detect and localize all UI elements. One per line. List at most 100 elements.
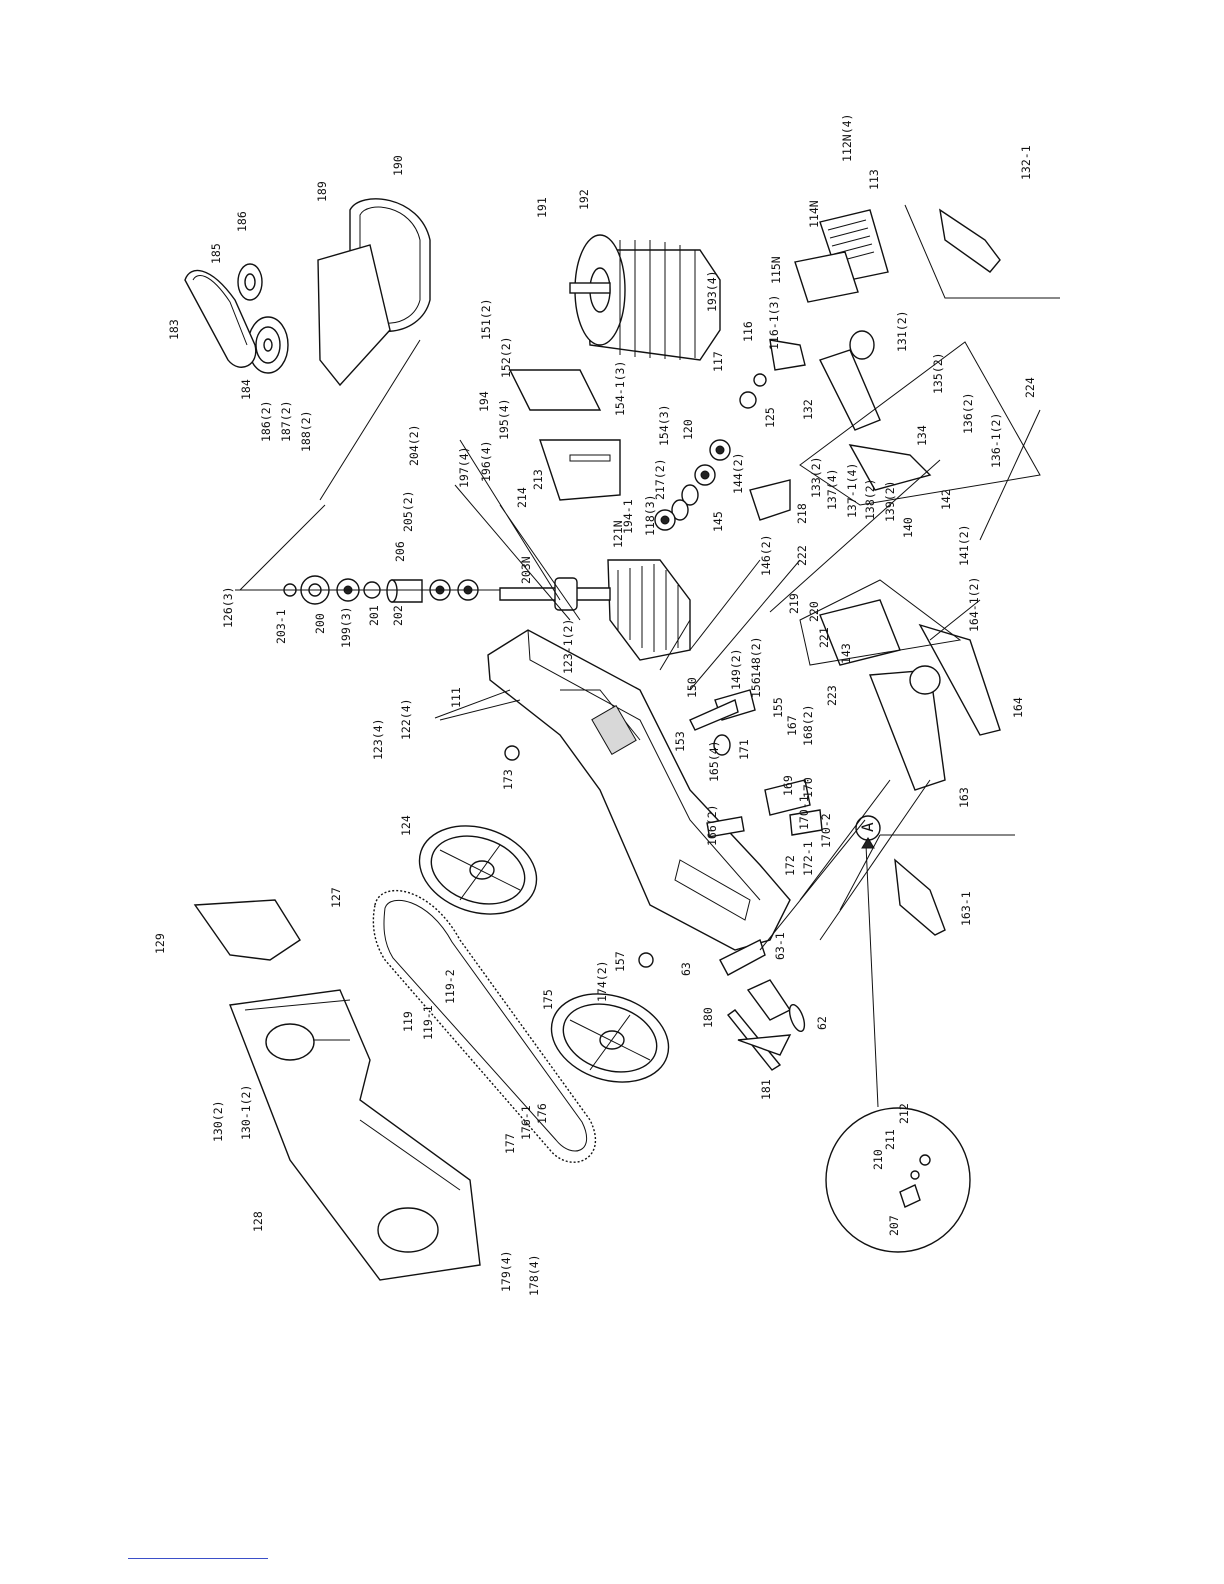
label-188-2: 188(2) <box>299 410 313 452</box>
label-117: 117 <box>711 351 725 372</box>
label-130-2: 130(2) <box>211 1100 225 1142</box>
label-177: 177 <box>503 1133 517 1154</box>
label-194-1: 194-1 <box>621 499 635 534</box>
label-156: 156 <box>749 677 763 698</box>
label-186-2: 186(2) <box>259 400 273 442</box>
label-127: 127 <box>329 887 343 908</box>
label-141-2: 141(2) <box>957 524 971 566</box>
label-176: 176 <box>535 1103 549 1124</box>
label-157: 157 <box>613 951 627 972</box>
label-211: 211 <box>883 1129 897 1150</box>
label-184: 184 <box>239 379 253 400</box>
label-170-2: 170-2 <box>819 813 833 848</box>
part-labels: 112N(4) 113 132-1 114N 115N 116-1(3) 116… <box>153 114 1037 1296</box>
label-131-2: 131(2) <box>895 310 909 352</box>
label-183: 183 <box>167 319 181 340</box>
label-153: 153 <box>673 731 687 752</box>
label-172: 172 <box>783 855 797 876</box>
label-206: 206 <box>393 541 407 562</box>
label-169: 169 <box>781 775 795 796</box>
label-203-1: 203-1 <box>274 609 288 644</box>
label-223: 223 <box>825 685 839 706</box>
label-189: 189 <box>315 181 329 202</box>
label-138-2: 138(2) <box>863 478 877 520</box>
label-192: 192 <box>577 189 591 210</box>
label-175: 175 <box>541 989 555 1010</box>
label-120: 120 <box>681 419 695 440</box>
label-140: 140 <box>901 517 915 538</box>
label-176-1: 176-1 <box>519 1105 533 1140</box>
label-115n: 115N <box>769 256 783 284</box>
label-222: 222 <box>795 545 809 566</box>
label-133-2: 133(2) <box>809 456 823 498</box>
footer-rule <box>128 1558 268 1559</box>
label-145: 145 <box>711 511 725 532</box>
label-134: 134 <box>915 425 929 446</box>
detail-view-label: A <box>858 822 877 832</box>
label-224: 224 <box>1023 377 1037 398</box>
label-63: 63 <box>679 962 693 976</box>
label-155: 155 <box>771 697 785 718</box>
label-212: 212 <box>897 1103 911 1124</box>
label-126-3: 126(3) <box>221 586 235 628</box>
label-136-2: 136(2) <box>961 392 975 434</box>
label-163: 163 <box>957 787 971 808</box>
label-196-4: 196(4) <box>479 440 493 482</box>
label-221: 221 <box>817 627 831 648</box>
label-181: 181 <box>759 1079 773 1100</box>
label-149-2: 149(2) <box>729 648 743 690</box>
label-178-4: 178(4) <box>527 1254 541 1296</box>
label-114n: 114N <box>807 200 821 228</box>
label-116: 116 <box>741 321 755 342</box>
label-187-2: 187(2) <box>279 400 293 442</box>
label-152-2: 152(2) <box>499 336 513 378</box>
label-174-2: 174(2) <box>595 960 609 1002</box>
label-164-1-2: 164-1(2) <box>967 577 981 632</box>
label-167: 167 <box>785 715 799 736</box>
label-168-2: 168(2) <box>801 704 815 746</box>
label-150: 150 <box>685 677 699 698</box>
label-113: 113 <box>867 169 881 190</box>
label-213: 213 <box>531 469 545 490</box>
label-201: 201 <box>367 605 381 626</box>
label-124: 124 <box>399 815 413 836</box>
label-193-4: 193(4) <box>705 270 719 312</box>
label-119-2: 119-2 <box>443 969 457 1004</box>
label-142: 142 <box>939 489 953 510</box>
label-163-1: 163-1 <box>959 891 973 926</box>
label-205-2: 205(2) <box>401 490 415 532</box>
label-132: 132 <box>801 399 815 420</box>
label-170: 170 <box>801 777 815 798</box>
label-219: 219 <box>787 593 801 614</box>
drawing-geometry <box>184 198 1060 1281</box>
label-185: 185 <box>209 243 223 264</box>
label-164: 164 <box>1011 697 1025 718</box>
label-202: 202 <box>391 605 405 626</box>
label-203n: 203N <box>519 556 533 584</box>
label-122-4: 122(4) <box>399 698 413 740</box>
label-172-1: 172-1 <box>801 841 815 876</box>
label-125: 125 <box>763 407 777 428</box>
label-197-4: 197(4) <box>457 446 471 488</box>
label-123-4: 123(4) <box>371 718 385 760</box>
label-132-1: 132-1 <box>1019 145 1033 180</box>
label-112n-4: 112N(4) <box>840 114 854 162</box>
label-148-2: 148(2) <box>749 636 763 678</box>
label-173: 173 <box>501 769 515 790</box>
label-218: 218 <box>795 503 809 524</box>
label-165-4: 165(4) <box>707 740 721 782</box>
label-180: 180 <box>701 1007 715 1028</box>
label-214: 214 <box>515 487 529 508</box>
label-143: 143 <box>839 643 853 664</box>
label-121n: 121N <box>611 520 625 548</box>
label-154-1-3: 154-1(3) <box>613 361 627 416</box>
label-116-1-3: 116-1(3) <box>767 295 781 350</box>
label-190: 190 <box>391 155 405 176</box>
label-200: 200 <box>313 613 327 634</box>
label-63-1: 63-1 <box>773 932 787 960</box>
label-220: 220 <box>807 601 821 622</box>
label-137-4: 137(4) <box>825 468 839 510</box>
label-186: 186 <box>235 211 249 232</box>
label-136-1-2: 136-1(2) <box>989 413 1003 468</box>
